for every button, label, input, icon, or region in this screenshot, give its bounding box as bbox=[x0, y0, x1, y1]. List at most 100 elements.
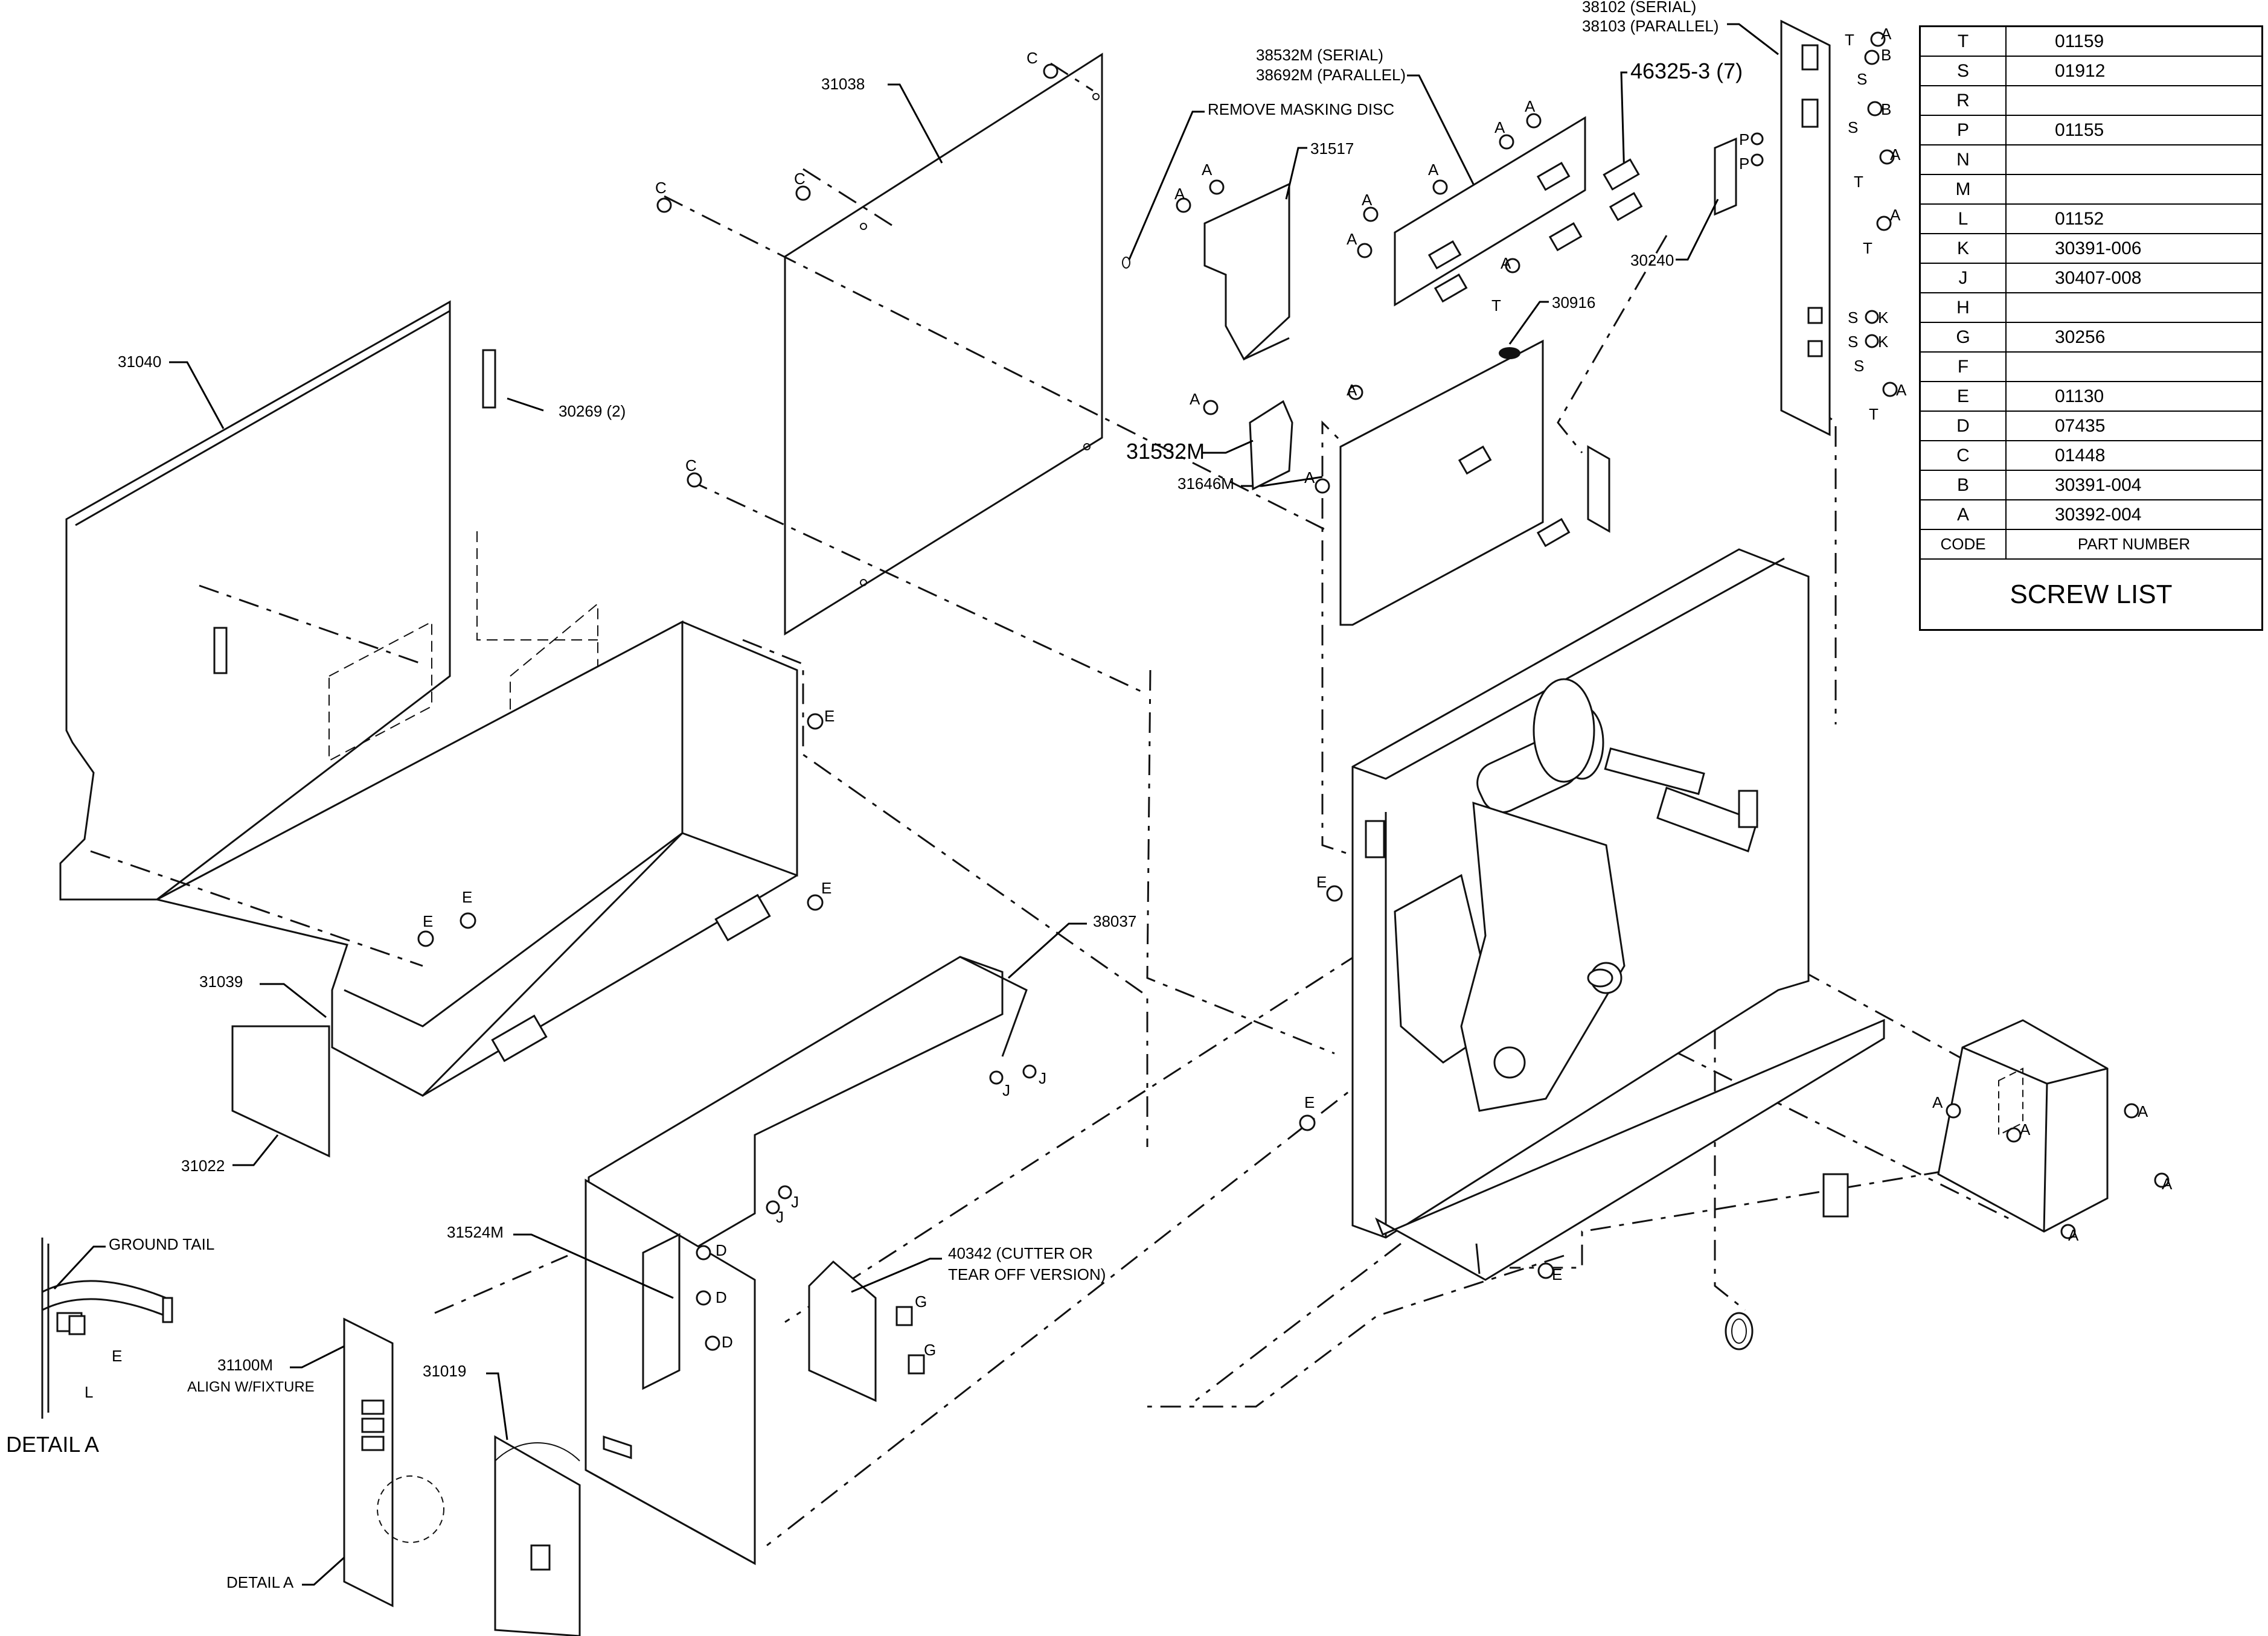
label-31039: 31039 bbox=[199, 973, 243, 991]
screw-a: A bbox=[1525, 97, 1542, 129]
screw-part-cell bbox=[2005, 292, 2263, 323]
screw-e: E bbox=[807, 707, 834, 730]
label-31646M: 31646M bbox=[1177, 475, 1234, 493]
screw-p: P bbox=[1739, 130, 1764, 149]
screw-code-cell: N bbox=[1919, 144, 2007, 175]
part-31022-label bbox=[231, 1025, 330, 1158]
part-31532M-clip: 31532M bbox=[1126, 400, 1293, 491]
part-31100M-bracket: 31100M ALIGN W/FIXTURE DETAIL A bbox=[187, 1317, 444, 1608]
screw-k: K bbox=[1865, 333, 1889, 351]
screw-code-cell: K bbox=[1919, 233, 2007, 264]
part-31038-rear-cover bbox=[784, 53, 1130, 636]
screw-code-cell: T bbox=[1919, 25, 2007, 57]
svg-text:A: A bbox=[2162, 1175, 2173, 1193]
svg-text:S: S bbox=[1848, 333, 1858, 351]
svg-text:A: A bbox=[1890, 145, 1901, 164]
label-40342-line1: 40342 (CUTTER OR bbox=[948, 1244, 1093, 1262]
screw-a: A bbox=[1304, 468, 1330, 494]
part-31524M-frame: 31524M bbox=[447, 1178, 756, 1565]
screw-c: C bbox=[1027, 49, 1059, 79]
svg-text:A: A bbox=[1362, 191, 1373, 209]
screw-s: S bbox=[1857, 70, 1867, 88]
svg-text:A: A bbox=[1174, 185, 1185, 203]
screw-s: S bbox=[1848, 333, 1858, 351]
svg-text:E: E bbox=[1552, 1265, 1562, 1283]
label-31532M: 31532M bbox=[1126, 439, 1205, 464]
svg-text:A: A bbox=[1494, 118, 1505, 136]
table-row: M bbox=[1919, 174, 2263, 205]
svg-text:J: J bbox=[791, 1193, 799, 1211]
screw-j: J bbox=[1022, 1064, 1046, 1087]
table-row: H bbox=[1919, 292, 2263, 323]
screw-a: A bbox=[1347, 381, 1363, 400]
svg-text:A: A bbox=[1890, 206, 1901, 224]
part-31040-side-cover bbox=[59, 300, 598, 901]
screw-part-cell: 30392-004 bbox=[2005, 499, 2263, 530]
svg-text:E: E bbox=[821, 879, 831, 897]
label-31524M: 31524M bbox=[447, 1223, 504, 1241]
screw-b: B bbox=[1867, 100, 1891, 118]
header-code: CODE bbox=[1919, 529, 2007, 560]
part-30240-latch: 30240 bbox=[1630, 137, 1737, 269]
screw-callouts: C C C C A A A A A A A A A A A A A A A A … bbox=[85, 25, 2173, 1401]
label-31022: 31022 bbox=[181, 1157, 225, 1175]
svg-text:S: S bbox=[1848, 118, 1858, 136]
screw-c: C bbox=[794, 170, 811, 201]
svg-text:T: T bbox=[1845, 31, 1854, 49]
svg-text:E: E bbox=[824, 707, 834, 725]
screw-a: A bbox=[1882, 381, 1907, 399]
screw-t: T bbox=[1863, 239, 1872, 257]
svg-text:J: J bbox=[1002, 1081, 1010, 1099]
label-38037: 38037 bbox=[1093, 912, 1136, 930]
screw-t: T bbox=[1491, 296, 1501, 315]
label-align-fixture: ALIGN W/FIXTURE bbox=[187, 1379, 315, 1395]
label-31019: 31019 bbox=[423, 1362, 466, 1380]
screw-code-cell: A bbox=[1919, 499, 2007, 530]
label-30269: 30269 (2) bbox=[559, 402, 626, 420]
svg-text:A: A bbox=[1501, 254, 1511, 272]
svg-text:E: E bbox=[112, 1347, 122, 1365]
screw-a: A bbox=[1501, 254, 1520, 273]
screw-part-cell bbox=[2005, 351, 2263, 382]
label-31517: 31517 bbox=[1310, 139, 1354, 158]
screw-code-cell: L bbox=[1919, 203, 2007, 234]
screw-p: P bbox=[1739, 153, 1764, 173]
screw-part-cell: 30391-006 bbox=[2005, 233, 2263, 264]
screw-code-cell: G bbox=[1919, 322, 2007, 353]
svg-text:A: A bbox=[1190, 390, 1200, 408]
svg-text:C: C bbox=[1027, 49, 1038, 67]
part-31019-panel: 31019 bbox=[423, 1362, 581, 1636]
svg-text:A: A bbox=[1304, 468, 1315, 487]
screw-t: T bbox=[1854, 173, 1863, 191]
screw-a: A bbox=[1190, 390, 1219, 415]
svg-text:A: A bbox=[1881, 25, 1892, 43]
label-30916: 30916 bbox=[1552, 293, 1595, 312]
screw-code-cell: M bbox=[1919, 174, 2007, 205]
svg-text:A: A bbox=[1202, 161, 1212, 179]
svg-text:A: A bbox=[1932, 1093, 1943, 1111]
svg-text:E: E bbox=[1304, 1093, 1315, 1111]
svg-text:P: P bbox=[1739, 155, 1749, 173]
screw-l: L bbox=[85, 1383, 93, 1401]
screw-part-cell: 07435 bbox=[2005, 411, 2263, 441]
part-46325-standoffs: 46325-3 (7) bbox=[1603, 59, 1743, 191]
screw-d: D bbox=[696, 1241, 727, 1261]
screw-c: C bbox=[685, 456, 702, 488]
title-detail-a: DETAIL A bbox=[6, 1432, 99, 1457]
screw-s: S bbox=[1848, 118, 1858, 136]
screw-g: G bbox=[895, 1293, 927, 1326]
part-right-cover bbox=[1822, 1019, 2109, 1233]
screw-e: E bbox=[1299, 1093, 1316, 1131]
screw-e: E bbox=[112, 1347, 122, 1365]
svg-text:J: J bbox=[1039, 1069, 1046, 1087]
svg-text:E: E bbox=[462, 888, 472, 906]
label-38532M: 38532M (SERIAL) bbox=[1256, 46, 1383, 64]
svg-text:B: B bbox=[1881, 100, 1891, 118]
svg-text:C: C bbox=[655, 179, 667, 197]
svg-text:A: A bbox=[2138, 1102, 2148, 1120]
detail-a-ground-tail: GROUND TAIL DETAIL A bbox=[6, 1235, 214, 1457]
